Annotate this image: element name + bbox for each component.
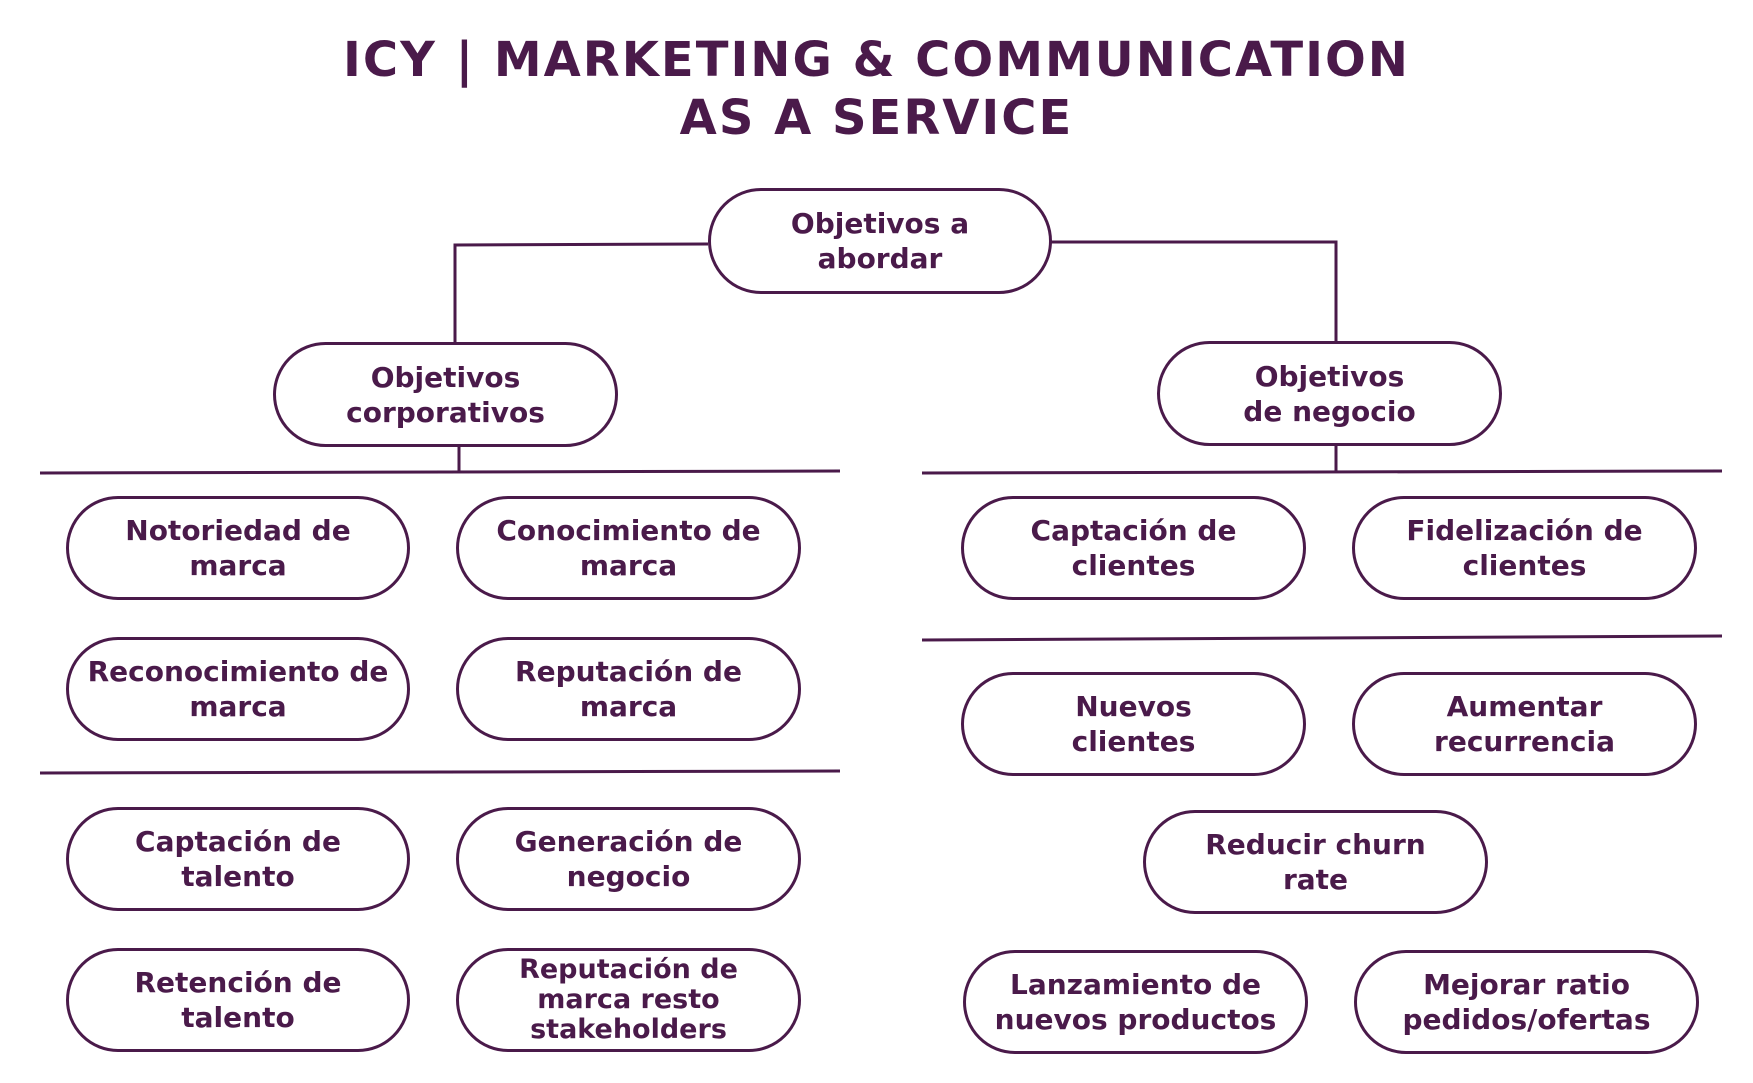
divider-corporativos-middle [39, 769, 841, 775]
node-label-line: Reputación de [515, 655, 742, 688]
node-reconocimiento-de-marca: Reconocimiento de marca [66, 637, 410, 741]
node-reputacion-marca-resto-stakeholders: Reputación de marca resto stakeholders [456, 948, 801, 1052]
divider-negocio-top [921, 469, 1723, 475]
node-label-line: Aumentar [1446, 690, 1603, 723]
node-label-line: clientes [1071, 725, 1196, 758]
node-label-line: recurrencia [1434, 725, 1615, 758]
node-label-line: talento [181, 860, 295, 893]
node-label-line: marca [579, 690, 678, 723]
node-label-line: Objetivos [370, 360, 521, 394]
node-label-line: Retención de [134, 966, 342, 999]
node-label-line: marca resto [537, 984, 720, 1015]
node-mejorar-ratio-pedidos-ofertas: Mejorar ratio pedidos/ofertas [1354, 950, 1699, 1054]
node-label-line: Reputación de [519, 954, 738, 985]
node-label-line: pedidos/ofertas [1402, 1003, 1651, 1036]
node-label-line: Fidelización de [1406, 514, 1643, 547]
divider-negocio-middle [921, 634, 1723, 642]
node-label-line: Notoriedad de [125, 514, 351, 547]
node-label-line: marca [189, 690, 287, 723]
node-label-line: abordar [817, 242, 943, 275]
node-label-line: clientes [1071, 549, 1196, 582]
node-label-line: Nuevos [1075, 690, 1192, 723]
node-captacion-de-talento: Captación de talento [66, 807, 410, 911]
node-label-line: Mejorar ratio [1423, 968, 1630, 1001]
node-label-line: talento [181, 1001, 295, 1034]
node-label-line: Captación de [135, 825, 341, 858]
connector-root-to-negocio [1049, 240, 1338, 341]
node-reputacion-de-marca: Reputación de marca [456, 637, 801, 741]
node-label-line: Conocimiento de [496, 514, 761, 547]
node-objetivos-corporativos: Objetivos corporativos [273, 342, 618, 447]
node-label-line: corporativos [346, 395, 545, 429]
node-label-line: negocio [566, 860, 691, 893]
node-generacion-de-negocio: Generación de negocio [456, 807, 801, 911]
node-label-line: Objetivos a [790, 207, 970, 240]
node-objetivos-a-abordar: Objetivos a abordar [708, 188, 1052, 294]
node-label-line: Lanzamiento de [1010, 968, 1261, 1001]
node-label-line: rate [1282, 863, 1349, 896]
node-notoriedad-de-marca: Notoriedad de marca [66, 496, 410, 600]
node-label-line: marca [579, 549, 678, 582]
node-lanzamiento-nuevos-productos: Lanzamiento de nuevos productos [963, 950, 1308, 1054]
page-title-line-1: ICY | MARKETING & COMMUNICATION [343, 32, 1410, 88]
node-label-line: stakeholders [530, 1014, 727, 1045]
connector-root-to-corporativos [453, 242, 709, 342]
node-label-line: Reducir churn [1205, 828, 1426, 861]
node-label-line: nuevos productos [994, 1003, 1277, 1036]
node-label-line: Reconocimiento de [87, 655, 389, 688]
node-label-line: Captación de [1030, 514, 1237, 547]
node-label-line: clientes [1462, 549, 1587, 582]
node-objetivos-de-negocio: Objetivos de negocio [1157, 341, 1502, 446]
node-captacion-de-clientes: Captación de clientes [961, 496, 1306, 600]
node-conocimiento-de-marca: Conocimiento de marca [456, 496, 801, 600]
divider-corporativos-top [39, 469, 841, 475]
page-title-line-2: AS A SERVICE [679, 90, 1074, 146]
node-label-line: marca [189, 549, 287, 582]
node-reducir-churn-rate: Reducir churn rate [1143, 810, 1488, 914]
node-nuevos-clientes: Nuevos clientes [961, 672, 1306, 776]
node-fidelizacion-de-clientes: Fidelización de clientes [1352, 496, 1697, 600]
node-retencion-de-talento: Retención de talento [66, 948, 410, 1052]
node-label-line: Generación de [514, 825, 743, 858]
node-label-line: de negocio [1243, 394, 1416, 428]
node-aumentar-recurrencia: Aumentar recurrencia [1352, 672, 1697, 776]
node-label-line: Objetivos [1254, 359, 1405, 393]
